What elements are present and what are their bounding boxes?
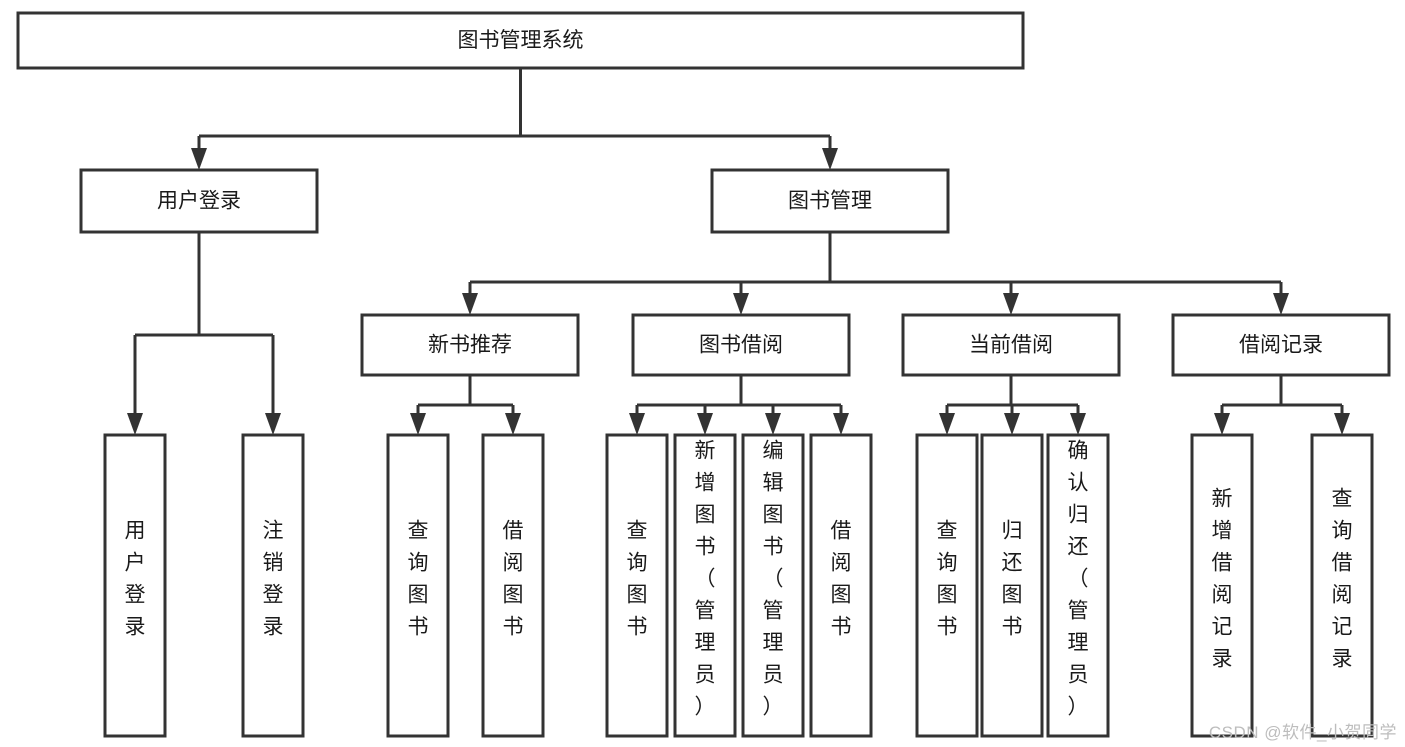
connector-layer — [127, 68, 1350, 435]
node-new-book-rec[interactable]: 新书推荐 — [360, 313, 580, 377]
node-box-current-borrow — [901, 313, 1121, 377]
node-box-leaf-borrow-book-2 — [809, 433, 873, 738]
node-leaf-query-book-2[interactable]: 查询图书 — [605, 433, 669, 738]
node-leaf-add-record[interactable]: 新增借阅记录 — [1190, 433, 1254, 738]
node-book-manage[interactable]: 图书管理 — [710, 168, 950, 234]
node-root[interactable]: 图书管理系统 — [16, 11, 1025, 70]
node-box-book-borrow — [631, 313, 851, 377]
node-leaf-query-book-1[interactable]: 查询图书 — [386, 433, 450, 738]
node-box-leaf-query-book-2 — [605, 433, 669, 738]
node-box-new-book-rec — [360, 313, 580, 377]
node-current-borrow[interactable]: 当前借阅 — [901, 313, 1121, 377]
watermark-text: CSDN @软件_小贺同学 — [1208, 723, 1397, 742]
node-label-leaf-query-book-2: 查询图书 — [627, 520, 648, 639]
node-box-leaf-return-book — [980, 433, 1044, 738]
node-box-leaf-confirm-return — [1046, 433, 1110, 738]
node-leaf-query-book-3[interactable]: 查询图书 — [915, 433, 979, 738]
node-label-leaf-edit-book: 编辑图书（管理员） — [763, 440, 784, 719]
node-label-leaf-query-book-3: 查询图书 — [937, 520, 958, 639]
node-leaf-borrow-book-2[interactable]: 借阅图书 — [809, 433, 873, 738]
node-box-leaf-add-record — [1190, 433, 1254, 738]
node-label-current-borrow: 当前借阅 — [969, 334, 1053, 357]
node-box-leaf-query-record — [1310, 433, 1374, 738]
node-box-root — [16, 11, 1025, 70]
node-label-leaf-add-book: 新增图书（管理员） — [695, 440, 716, 719]
node-label-leaf-add-record: 新增借阅记录 — [1212, 488, 1233, 671]
node-label-leaf-query-record: 查询借阅记录 — [1332, 488, 1353, 671]
node-label-book-borrow: 图书借阅 — [699, 334, 783, 357]
node-label-leaf-user-login: 用户登录 — [125, 520, 146, 639]
node-box-book-manage — [710, 168, 950, 234]
node-label-leaf-user-logout: 注销登录 — [263, 520, 284, 639]
node-borrow-record[interactable]: 借阅记录 — [1171, 313, 1391, 377]
node-label-leaf-return-book: 归还图书 — [1002, 520, 1023, 639]
node-label-book-manage: 图书管理 — [788, 190, 872, 213]
node-box-leaf-query-book-3 — [915, 433, 979, 738]
node-label-leaf-borrow-book-2: 借阅图书 — [831, 520, 852, 639]
node-leaf-add-book[interactable]: 新增图书（管理员） — [673, 433, 737, 738]
node-leaf-confirm-return[interactable]: 确认归还（管理员） — [1046, 433, 1110, 738]
node-leaf-edit-book[interactable]: 编辑图书（管理员） — [741, 433, 805, 738]
node-label-new-book-rec: 新书推荐 — [428, 334, 512, 357]
node-box-leaf-query-book-1 — [386, 433, 450, 738]
node-label-leaf-query-book-1: 查询图书 — [408, 520, 429, 639]
node-leaf-user-login[interactable]: 用户登录 — [103, 433, 167, 738]
node-box-borrow-record — [1171, 313, 1391, 377]
node-box-leaf-borrow-book-1 — [481, 433, 545, 738]
node-label-root: 图书管理系统 — [458, 29, 584, 52]
node-book-borrow[interactable]: 图书借阅 — [631, 313, 851, 377]
node-leaf-return-book[interactable]: 归还图书 — [980, 433, 1044, 738]
node-label-user-login: 用户登录 — [157, 190, 241, 213]
node-user-login[interactable]: 用户登录 — [79, 168, 319, 234]
node-leaf-user-logout[interactable]: 注销登录 — [241, 433, 305, 738]
node-layer: 图书管理系统用户登录图书管理新书推荐图书借阅当前借阅借阅记录用户登录注销登录查询… — [16, 11, 1391, 738]
node-box-leaf-edit-book — [741, 433, 805, 738]
node-box-leaf-add-book — [673, 433, 737, 738]
node-box-user-login — [79, 168, 319, 234]
node-label-leaf-confirm-return: 确认归还（管理员） — [1068, 440, 1089, 719]
node-leaf-query-record[interactable]: 查询借阅记录 — [1310, 433, 1374, 738]
node-label-borrow-record: 借阅记录 — [1239, 334, 1323, 357]
node-leaf-borrow-book-1[interactable]: 借阅图书 — [481, 433, 545, 738]
node-label-leaf-borrow-book-1: 借阅图书 — [503, 520, 524, 639]
node-box-leaf-user-login — [103, 433, 167, 738]
node-box-leaf-user-logout — [241, 433, 305, 738]
